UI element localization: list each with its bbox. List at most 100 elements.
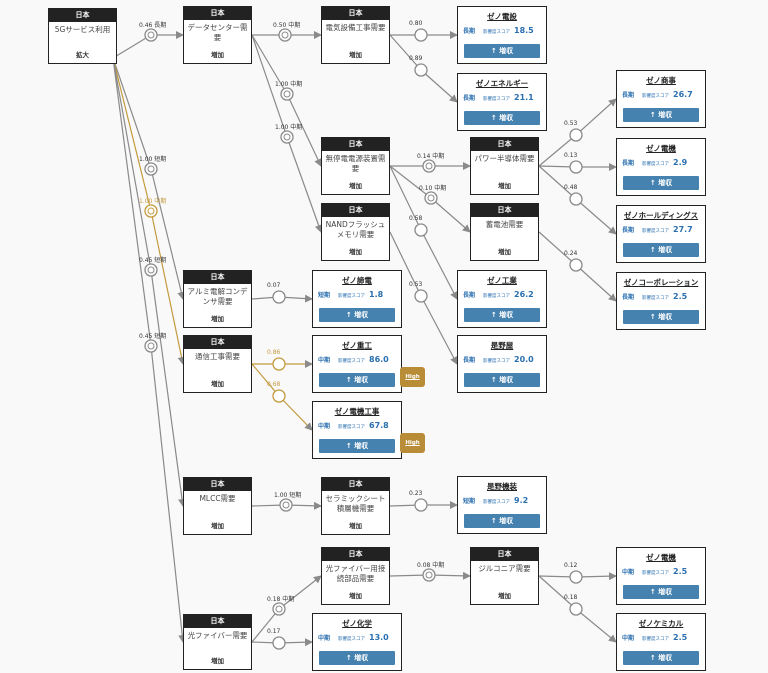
revenue-up-button[interactable]: ↑ 増収	[319, 373, 395, 387]
company-name[interactable]: ゼノ電機	[646, 553, 676, 562]
edge-weight-node[interactable]	[569, 570, 583, 584]
edge-weight-node[interactable]	[272, 290, 286, 304]
edge-weight-label: 0.23	[409, 490, 423, 497]
company-name[interactable]: ゼノ電設	[487, 12, 517, 21]
edge-weight-node[interactable]	[569, 602, 583, 616]
company-name[interactable]: ゼノ化学	[342, 619, 372, 628]
edge-weight-node[interactable]	[424, 191, 438, 205]
edge-weight-node[interactable]	[422, 159, 436, 173]
revenue-up-button[interactable]: ↑ 増収	[623, 243, 699, 257]
company-name[interactable]: ゼノエネルギー	[475, 79, 529, 88]
edge-weight-node[interactable]	[272, 602, 286, 616]
high-impact-badge[interactable]: High	[400, 433, 425, 453]
company-name[interactable]: ゼノコーポレーション	[623, 278, 699, 287]
company-name[interactable]: ゼノホールディングス	[623, 211, 699, 220]
revenue-up-button[interactable]: ↑ 増収	[319, 651, 395, 665]
revenue-up-button[interactable]: ↑ 増収	[623, 108, 699, 122]
edge-weight-node[interactable]	[272, 636, 286, 650]
demand-node-nfo[interactable]: 日本光ファイバー用接続部品需要増加	[321, 547, 390, 605]
edge-weight-node[interactable]	[144, 339, 158, 353]
edge-weight-node[interactable]	[280, 87, 294, 101]
demand-node-ntc[interactable]: 日本通信工事需要増加	[183, 335, 252, 393]
edge-weight-node[interactable]	[144, 263, 158, 277]
edge-weight-node[interactable]	[569, 128, 583, 142]
node-trend: 増加	[211, 380, 224, 388]
demand-node-ncs[interactable]: 日本セラミックシート積層機需要増加	[321, 477, 390, 535]
demand-node-nzr[interactable]: 日本ジルコニア需要増加	[470, 547, 539, 605]
edge-weight-node[interactable]	[278, 28, 292, 42]
demand-node-npw[interactable]: 日本パワー半導体需要増加	[470, 137, 539, 195]
revenue-up-button[interactable]: ↑ 増収	[464, 308, 540, 322]
company-name[interactable]: ゼノ諦電	[342, 276, 372, 285]
edge-weight-node[interactable]	[422, 568, 436, 582]
revenue-up-button[interactable]: ↑ 増収	[623, 310, 699, 324]
edge-weight-node[interactable]	[280, 130, 294, 144]
edge-weight-node[interactable]	[569, 192, 583, 206]
edge-weight-node[interactable]	[569, 160, 583, 174]
score-label: 影響度スコア	[642, 296, 669, 301]
revenue-up-button[interactable]: ↑ 増収	[319, 439, 395, 453]
revenue-up-button[interactable]: ↑ 増収	[464, 373, 540, 387]
region-header: 日本	[322, 478, 389, 491]
demand-node-nal[interactable]: 日本アルミ電解コンデンサ需要増加	[183, 270, 252, 328]
term-label: 長期	[463, 292, 476, 299]
company-name[interactable]: ゼノ工業	[487, 276, 517, 285]
edge-weight-node[interactable]	[272, 357, 286, 371]
edge-line	[538, 165, 577, 168]
company-name[interactable]: ゼノケミカル	[638, 619, 684, 628]
revenue-up-button[interactable]: ↑ 増収	[319, 308, 395, 322]
demand-node-nwl[interactable]: 日本無停電電源装置需要増加	[321, 137, 390, 195]
edge-weight-node[interactable]	[272, 389, 286, 403]
edge-weight-node[interactable]	[414, 289, 428, 303]
node-trend: 増加	[349, 51, 362, 59]
revenue-up-button[interactable]: ↑ 増収	[623, 176, 699, 190]
company-name[interactable]: 是野機装	[487, 482, 517, 491]
company-name[interactable]: ゼノ電機工事	[334, 407, 380, 416]
company-name[interactable]: ゼノ電機	[646, 144, 676, 153]
company-name[interactable]: ゼノ商事	[646, 76, 676, 85]
demand-node-nbt[interactable]: 日本蓄電池需要増加	[470, 203, 539, 261]
revenue-up-button[interactable]: ↑ 増収	[464, 44, 540, 58]
revenue-up-button[interactable]: ↑ 増収	[464, 514, 540, 528]
demand-node-nfb[interactable]: 日本光ファイバー需要増加	[183, 614, 252, 670]
edge-weight-node[interactable]	[569, 258, 583, 272]
edge-weight-node[interactable]	[414, 498, 428, 512]
edge-weight-node[interactable]	[279, 498, 293, 512]
company-name[interactable]: ゼノ重工	[342, 341, 372, 350]
company-name[interactable]: 是野屋	[490, 341, 514, 350]
edge-arrow	[575, 198, 617, 235]
edge-weight-node[interactable]	[414, 63, 428, 77]
revenue-up-button[interactable]: ↑ 増収	[623, 651, 699, 665]
edge-weight-node[interactable]	[414, 28, 428, 42]
demand-node-nel[interactable]: 日本電気設備工事需要増加	[321, 6, 390, 64]
edge-weight-node[interactable]	[144, 28, 158, 42]
revenue-up-button[interactable]: ↑ 増収	[623, 585, 699, 599]
impact-score: 2.5	[673, 292, 688, 301]
revenue-up-button[interactable]: ↑ 増収	[464, 111, 540, 125]
edge-weight-node[interactable]	[144, 162, 158, 176]
edge-weight-node[interactable]	[144, 204, 158, 218]
edge-weight-node[interactable]	[414, 223, 428, 237]
node-trend: 拡大	[76, 51, 89, 59]
demand-node-ndc[interactable]: 日本データセンター需要増加	[183, 6, 252, 64]
high-impact-badge[interactable]: High	[400, 367, 425, 387]
